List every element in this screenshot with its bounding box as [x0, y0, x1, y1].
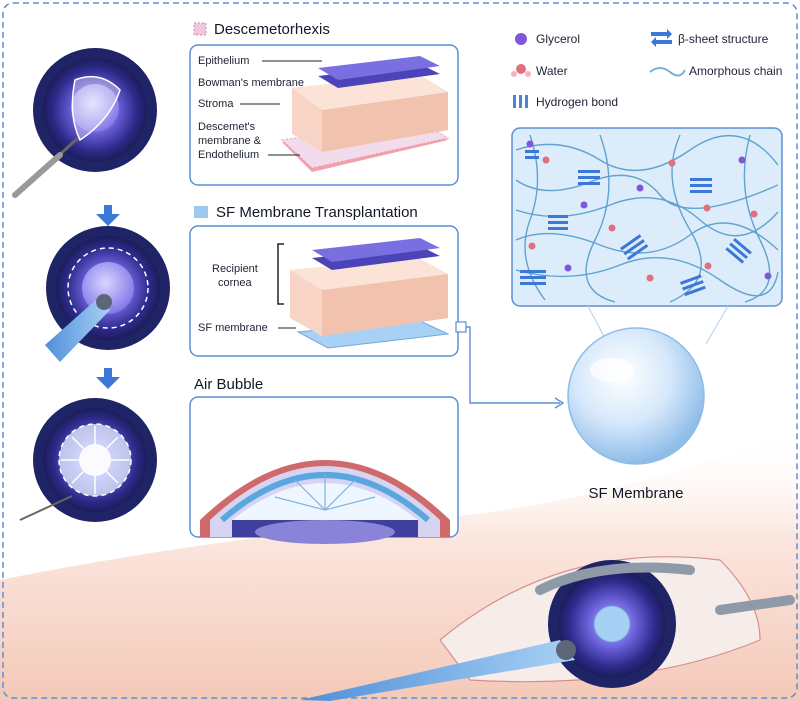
bottom-eye [300, 556, 795, 701]
transplantation-title: SF Membrane Transplantation [216, 204, 418, 221]
water-molecules [528, 156, 758, 282]
legend-amorphous-chain: Amorphous chain [689, 64, 782, 78]
label-sf-membrane: SF membrane [198, 322, 268, 334]
legend-water: Water [536, 64, 568, 78]
label-epithelium: Epithelium [198, 55, 249, 67]
glycerol-molecules [526, 140, 772, 280]
zoom-line-right [705, 305, 729, 345]
label-recipient-2: cornea [218, 277, 253, 289]
descemetorhexis-swatch [193, 22, 207, 36]
water-icon [511, 64, 531, 77]
eye-step-1 [12, 48, 157, 198]
eye-step-2 [45, 226, 170, 362]
label-recipient-1: Recipient [212, 263, 258, 275]
beta-sheets [520, 150, 752, 297]
sf-membrane-label: SF Membrane [588, 485, 683, 502]
legend-beta-sheet: β-sheet structure [678, 32, 769, 46]
amorphous-chain-icon [649, 67, 686, 77]
label-descemets-3: Endothelium [198, 149, 259, 161]
label-stroma: Stroma [198, 98, 234, 110]
connector-arrowhead [554, 397, 565, 409]
connector-marker [455, 321, 467, 333]
glycerol-icon [515, 33, 527, 45]
eye-step-3 [19, 398, 157, 522]
label-bowmans-membrane: Bowman's membrane [198, 77, 304, 89]
air-bubble-cross-section [200, 460, 450, 544]
descemetorhexis-title: Descemetorhexis [214, 21, 330, 38]
legend: Glycerol Water Hydrogen bond β-sheet str… [511, 29, 782, 109]
corneal-layer-stack [280, 56, 450, 172]
legend-hydrogen-bond: Hydrogen bond [536, 95, 618, 109]
recipient-bracket [277, 243, 284, 305]
connector-line [456, 326, 560, 404]
beta-sheet-icon [651, 29, 672, 47]
arrow-down-1 [96, 205, 120, 226]
legend-glycerol: Glycerol [536, 32, 580, 46]
sf-membrane-sphere [567, 327, 705, 465]
arrow-down-2 [96, 368, 120, 389]
label-descemets-1: Descemet's [198, 121, 256, 133]
transplantation-swatch [194, 206, 208, 218]
label-descemets-2: membrane & [198, 135, 262, 147]
hydrogen-bond-icon [513, 95, 528, 108]
air-bubble-title: Air Bubble [194, 376, 263, 393]
transplant-layer-stack [290, 238, 450, 349]
sphere-highlight [590, 358, 634, 382]
